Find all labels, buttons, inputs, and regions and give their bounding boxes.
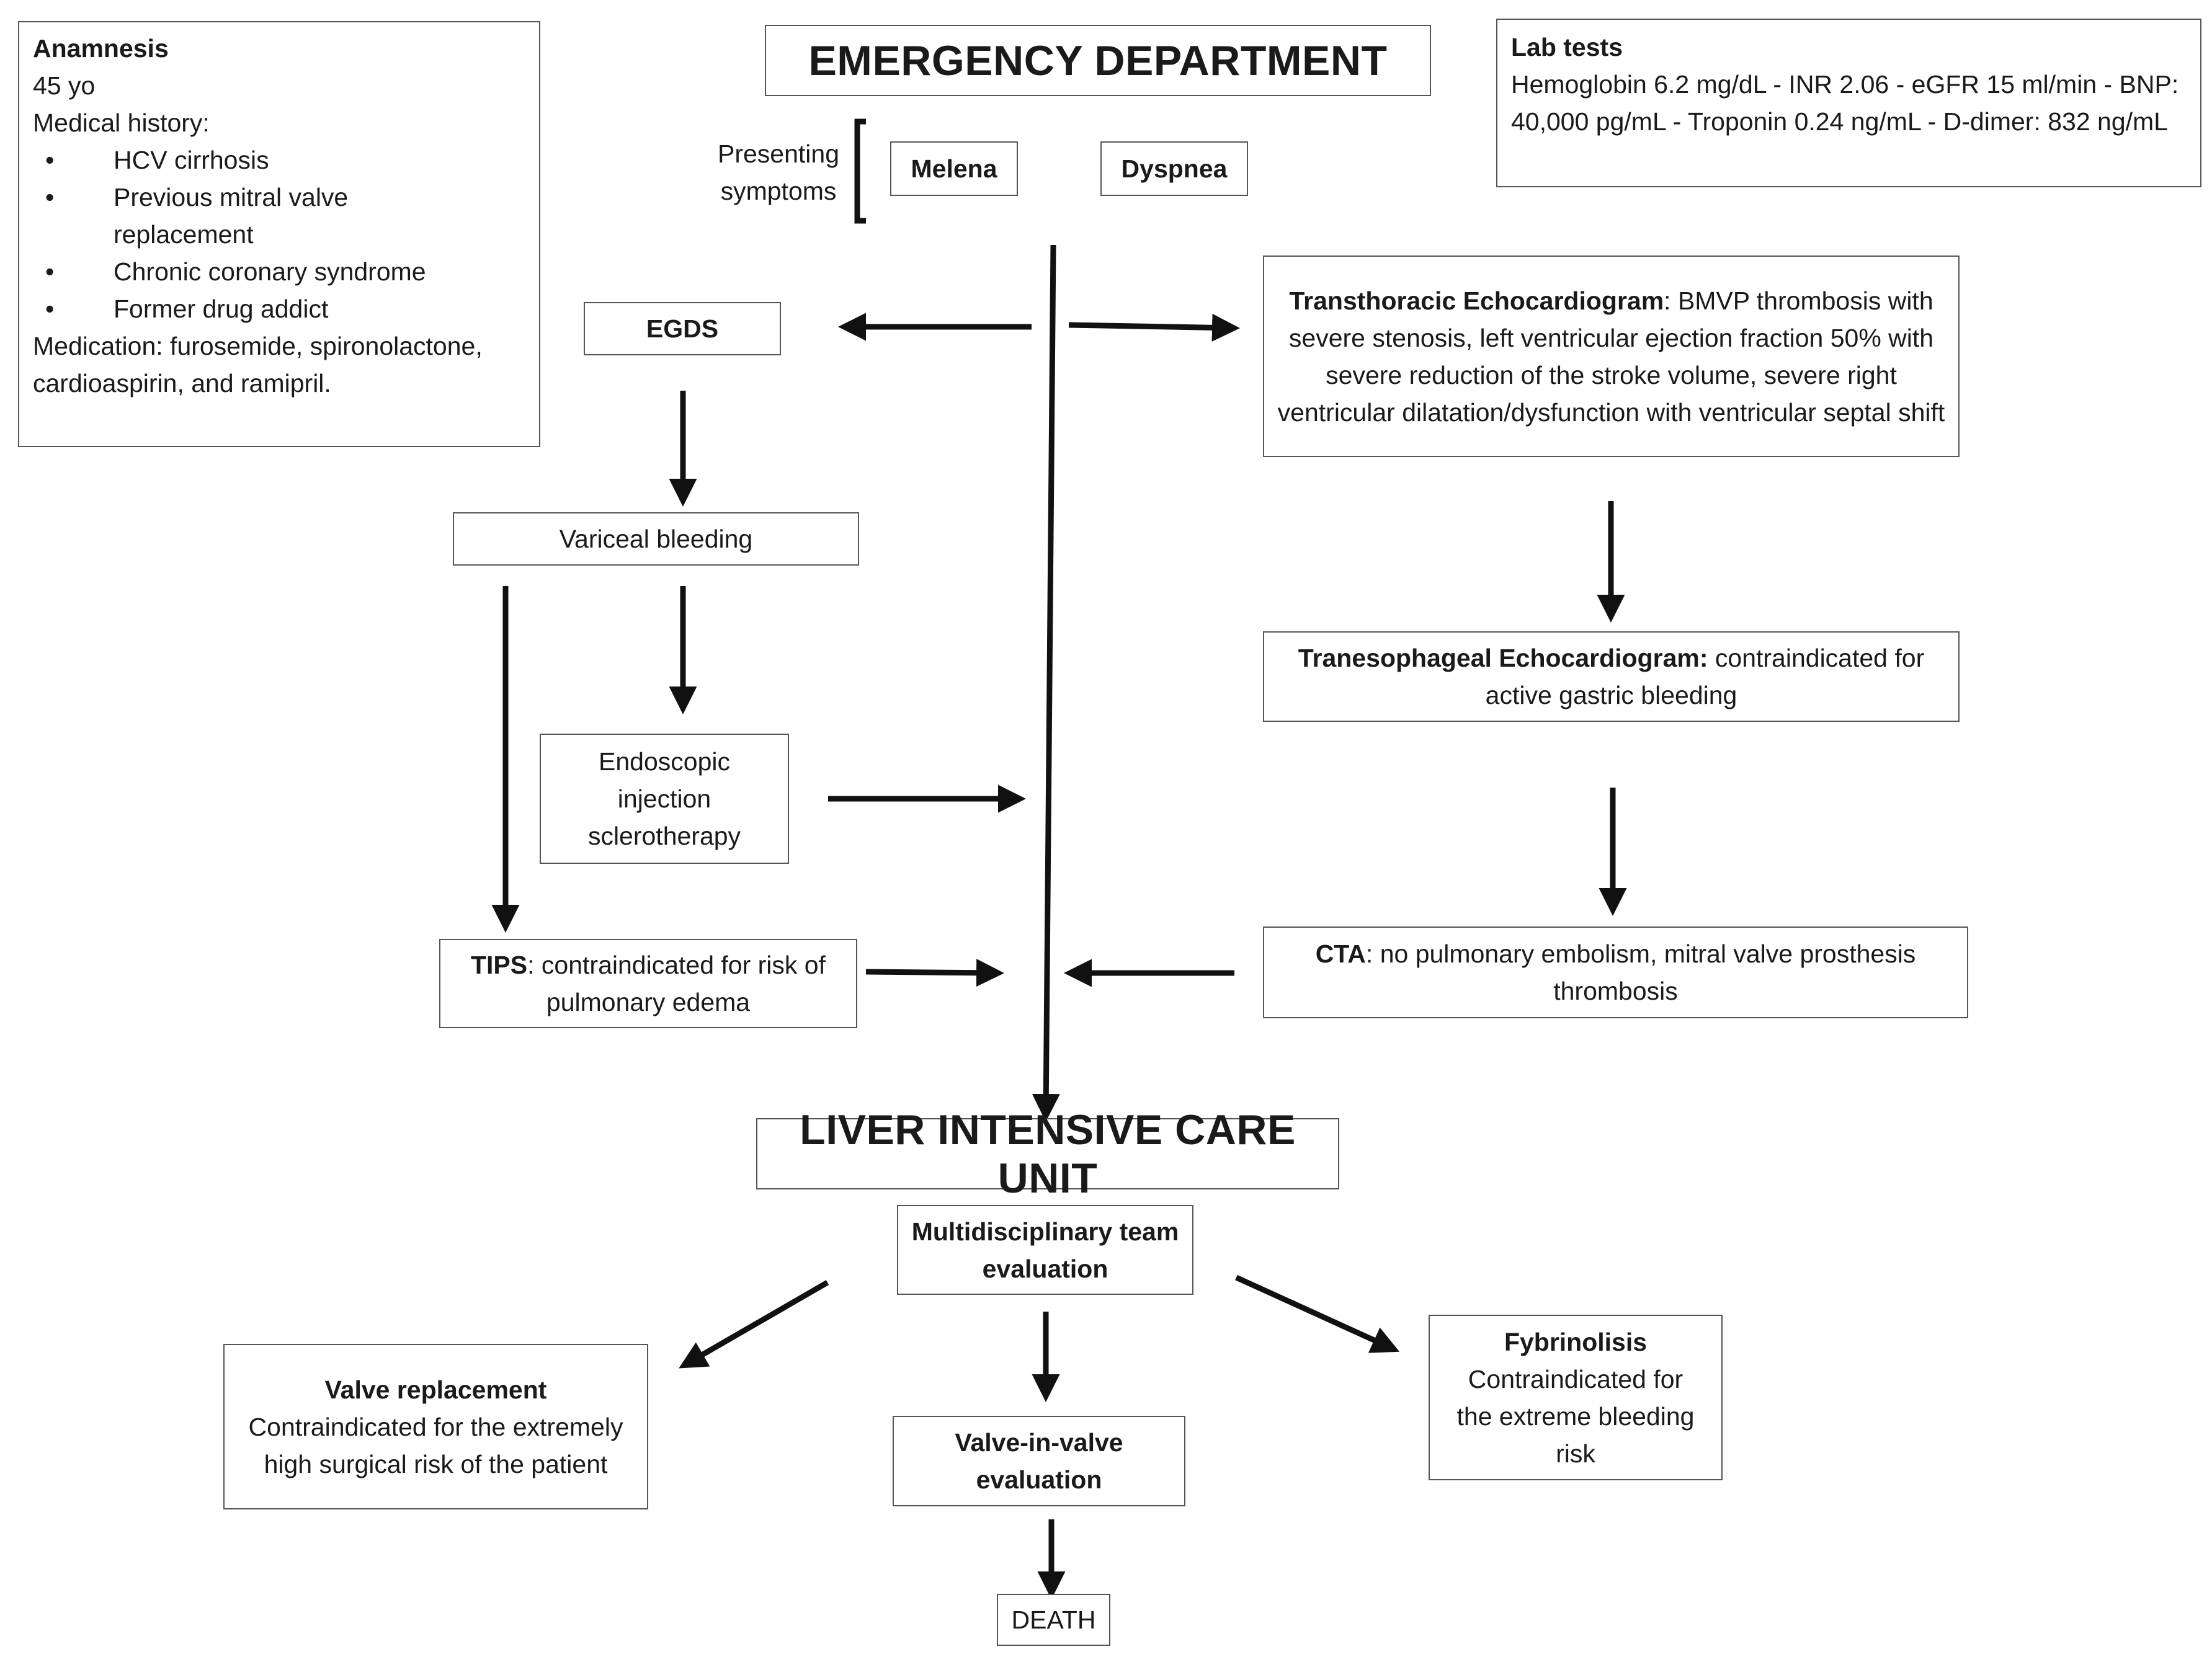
main-trunk-arrow bbox=[1032, 244, 1060, 1122]
tee-box: Tranesophageal Echocardiogram: contraind… bbox=[1263, 631, 1960, 722]
valve-replacement-title: Valve replacement bbox=[324, 1375, 547, 1404]
arrow-to-tte bbox=[1068, 313, 1240, 342]
death-box: DEATH bbox=[997, 1594, 1110, 1646]
tee-label: Tranesophageal Echocardiogram: bbox=[1298, 644, 1708, 672]
viv-label: Valve-in-valve evaluation bbox=[955, 1428, 1123, 1494]
dyspnea-label: Dyspnea bbox=[1121, 154, 1228, 183]
melena-box: Melena bbox=[890, 141, 1018, 196]
history-item: Previous mitral valve replacement bbox=[33, 179, 525, 253]
cta-label: CTA bbox=[1315, 940, 1366, 968]
lab-tests-title: Lab tests bbox=[1511, 33, 1623, 61]
tte-box: Transthoracic Echocardiogram: BMVP throm… bbox=[1263, 256, 1960, 457]
viv-box: Valve-in-valve evaluation bbox=[893, 1416, 1185, 1506]
symptoms-bracket bbox=[854, 118, 866, 224]
medication-text: Medication: furosemide, spironolactone, … bbox=[33, 332, 483, 398]
dyspnea-box: Dyspnea bbox=[1100, 141, 1248, 196]
cta-box: CTA: no pulmonary embolism, mitral valve… bbox=[1263, 927, 1968, 1018]
history-item: Chronic coronary syndrome bbox=[33, 253, 525, 290]
liver-icu-box: LIVER INTENSIVE CARE UNIT bbox=[756, 1106, 1339, 1202]
medical-history-list: HCV cirrhosis Previous mitral valve repl… bbox=[33, 141, 525, 327]
anamnesis-box: Anamnesis 45 yo Medical history: HCV cir… bbox=[18, 21, 540, 447]
cta-text: : no pulmonary embolism, mitral valve pr… bbox=[1365, 940, 1916, 1005]
emergency-department-box: EMERGENCY DEPARTMENT bbox=[765, 25, 1431, 96]
arrow-to-fybrinolisis bbox=[1235, 1274, 1400, 1353]
emergency-department-title: EMERGENCY DEPARTMENT bbox=[808, 37, 1388, 84]
valve-replacement-text: Contraindicated for the extremely high s… bbox=[248, 1412, 623, 1478]
lab-tests-text: Hemoglobin 6.2 mg/dL - INR 2.06 - eGFR 1… bbox=[1511, 70, 2179, 136]
liver-icu-title: LIVER INTENSIVE CARE UNIT bbox=[800, 1106, 1296, 1202]
death-label: DEATH bbox=[1011, 1606, 1096, 1634]
anamnesis-title: Anamnesis bbox=[33, 34, 169, 63]
fybrinolisis-title: Fybrinolisis bbox=[1504, 1327, 1648, 1356]
endoscopic-sclerotherapy-box: Endoscopic injection sclerotherapy bbox=[540, 734, 789, 864]
endoscopic-sclerotherapy-label: Endoscopic injection sclerotherapy bbox=[587, 747, 741, 850]
variceal-bleeding-box: Variceal bleeding bbox=[453, 512, 859, 566]
tips-text: : contraindicated for risk of pulmonary … bbox=[527, 951, 826, 1016]
fybrinolisis-box: Fybrinolisis Contraindicated for the ext… bbox=[1429, 1315, 1723, 1480]
valve-replacement-box: Valve replacement Contraindicated for th… bbox=[223, 1344, 648, 1509]
anamnesis-age: 45 yo bbox=[33, 71, 96, 100]
tips-box: TIPS: contraindicated for risk of pulmon… bbox=[439, 939, 857, 1028]
history-item: HCV cirrhosis bbox=[33, 141, 525, 179]
tte-text: : BMVP thrombosis with severe stenosis, … bbox=[1277, 286, 1945, 427]
arrow-tips-to-trunk bbox=[865, 959, 1004, 987]
medical-history-label: Medical history: bbox=[33, 109, 210, 137]
tips-label: TIPS bbox=[471, 951, 528, 979]
variceal-bleeding-label: Variceal bleeding bbox=[559, 525, 753, 553]
egds-box: EGDS bbox=[584, 302, 781, 355]
tte-label: Transthoracic Echocardiogram bbox=[1289, 286, 1664, 315]
egds-label: EGDS bbox=[646, 314, 719, 343]
mdt-box: Multidisciplinary team evaluation bbox=[897, 1205, 1193, 1295]
tee-text: contraindicated for active gastric bleed… bbox=[1485, 644, 1925, 709]
melena-label: Melena bbox=[911, 154, 997, 183]
mdt-label: Multidisciplinary team evaluation bbox=[911, 1217, 1179, 1283]
history-item: Former drug addict bbox=[33, 290, 525, 327]
lab-tests-box: Lab tests Hemoglobin 6.2 mg/dL - INR 2.0… bbox=[1496, 19, 2201, 187]
fybrinolisis-text: Contraindicated for the extreme bleeding… bbox=[1456, 1364, 1695, 1468]
arrow-to-valve-replacement bbox=[679, 1280, 829, 1369]
presenting-symptoms-label: Presenting symptoms bbox=[717, 140, 839, 205]
